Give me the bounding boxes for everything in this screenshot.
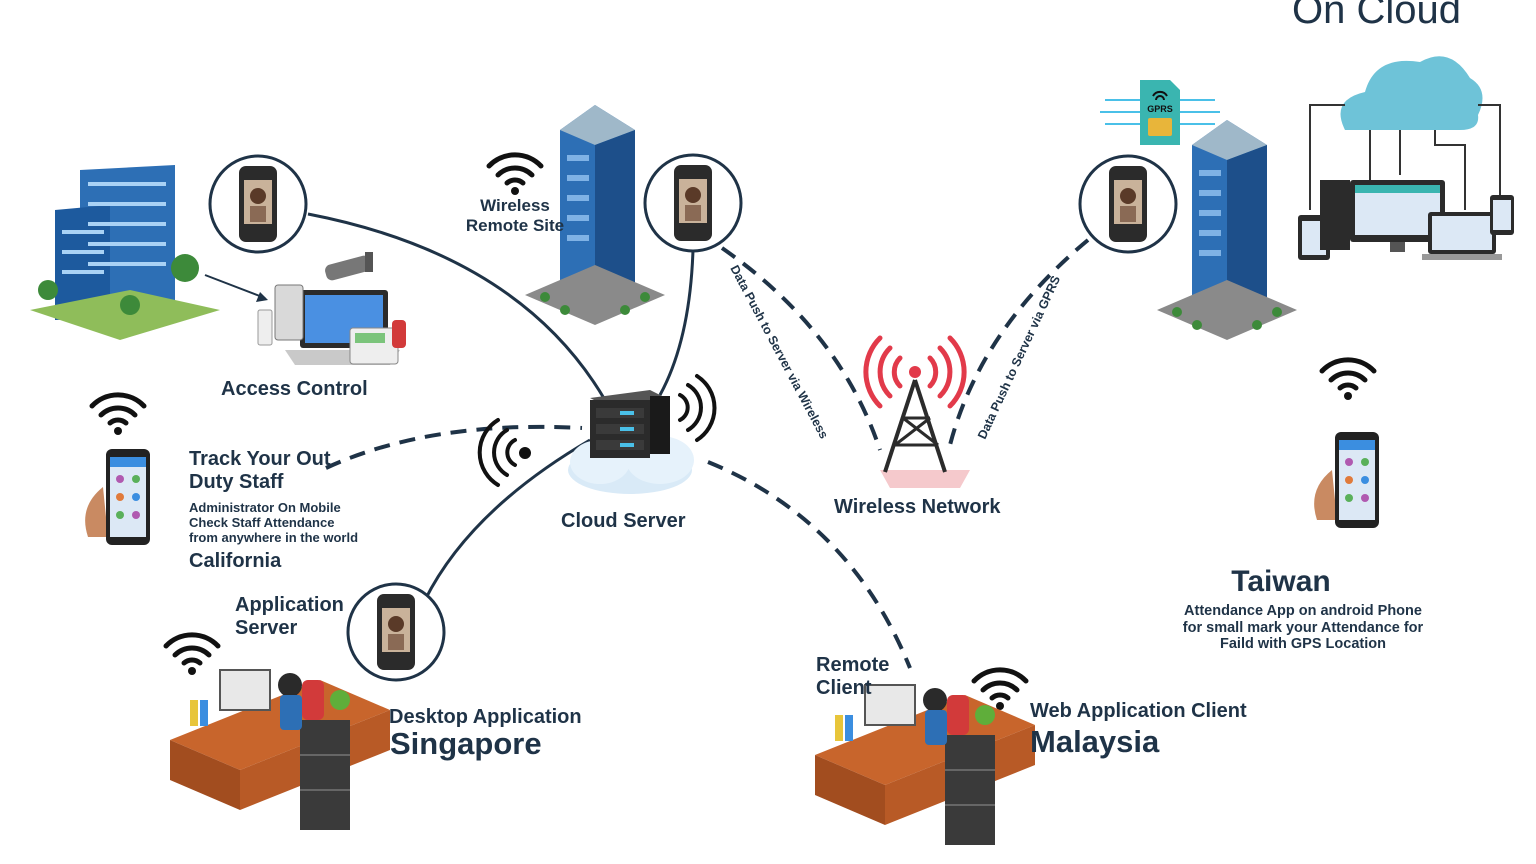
taiwan-description: Attendance App on android Phone for smal… <box>1182 603 1424 653</box>
link-remote-site-to-tower <box>720 246 882 451</box>
wifi-icon <box>1322 360 1374 400</box>
singapore-label: Singapore <box>390 726 542 761</box>
access-control-label: Access Control <box>221 378 368 400</box>
page-title: On Cloud <box>1292 0 1461 32</box>
office-building-icon <box>30 165 220 340</box>
web-application-client-label: Web Application Client <box>1030 700 1247 722</box>
link-track-staff-to-server <box>325 424 583 470</box>
keypad-icon <box>274 284 304 341</box>
phone-icon <box>85 449 150 545</box>
cctv-icon <box>325 252 373 281</box>
sim-chip-icon: GPRS <box>1100 80 1220 145</box>
wifi-icon <box>489 155 541 195</box>
cloud-devices-icon <box>1298 56 1514 260</box>
biometric-terminal-icon <box>346 582 446 682</box>
link-server-to-remote-client <box>707 460 912 669</box>
link-app-server-to-server <box>423 438 591 601</box>
desktop-application-label: Desktop Application <box>389 706 582 728</box>
cloud-icon <box>1340 56 1483 130</box>
application-server-label: Application Server <box>235 594 344 639</box>
malaysia-label: Malaysia <box>1030 724 1160 759</box>
push-gprs-label: Data Push to Server via GPRS <box>975 274 1063 442</box>
wifi-icon <box>92 395 144 435</box>
link-gprs-site-to-tower <box>948 238 1090 446</box>
cloud-server-icon <box>568 390 694 494</box>
biometric-terminal-icon <box>208 154 308 254</box>
building-icon <box>1157 120 1297 340</box>
admin-mobile-label: Administrator On Mobile Check Staff Atte… <box>189 500 359 545</box>
gprs-chip-label: GPRS <box>1147 104 1173 114</box>
server-rack-icon <box>590 390 670 458</box>
taiwan-label: Taiwan <box>1231 565 1331 598</box>
link-access-terminal-to-server <box>307 212 607 401</box>
access-control-devices <box>257 252 406 365</box>
link-remote-site-to-server <box>658 249 695 396</box>
push-wireless-label: Data Push to Server via Wireless <box>727 263 831 441</box>
biometric-terminal-icon <box>1078 154 1178 254</box>
cloud-server-label: Cloud Server <box>561 510 686 532</box>
track-staff-label: Track Your Out Duty Staff <box>189 448 331 493</box>
phone-icon <box>1314 432 1379 528</box>
arrow-to-access-devices <box>204 274 266 299</box>
desk-icon <box>169 669 391 831</box>
wireless-network-label: Wireless Network <box>834 496 1001 518</box>
signal-waves-icon <box>477 374 717 487</box>
remote-client-label: Remote Client <box>816 654 890 699</box>
california-label: California <box>189 550 282 572</box>
biometric-terminal-icon <box>643 153 743 253</box>
tower-icon <box>863 335 970 488</box>
wireless-remote-site-label: Wireless Remote Site <box>465 196 565 235</box>
wifi-icon <box>166 635 218 675</box>
